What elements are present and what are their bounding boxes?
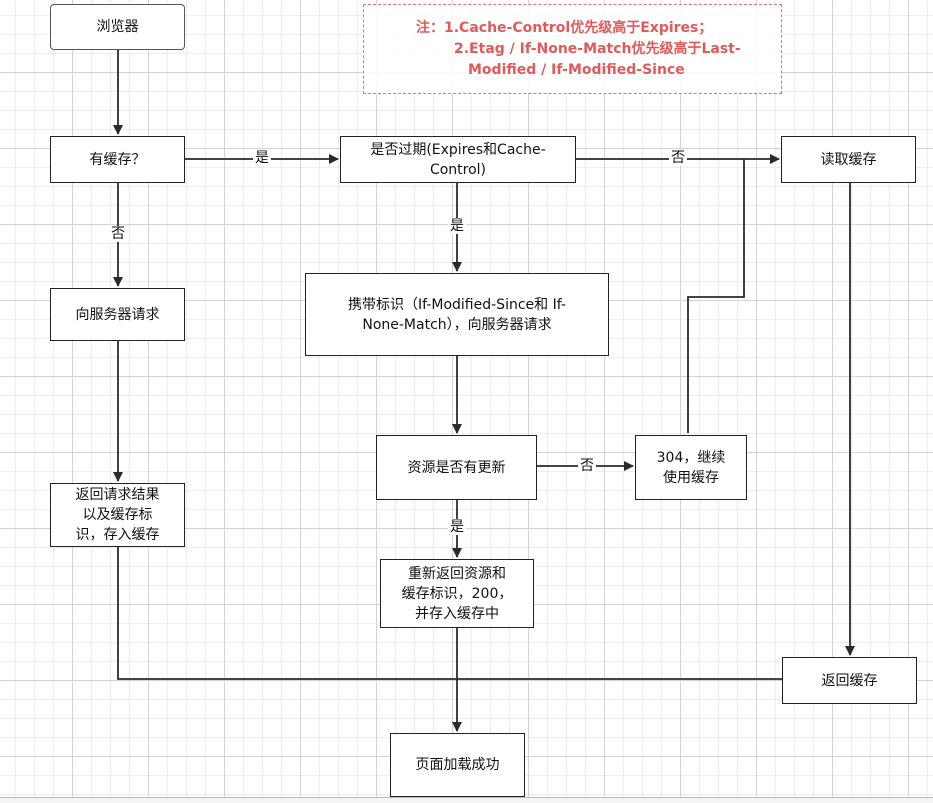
node-304-not-modified: 304，继续 使用缓存 [635,435,747,500]
node-resource-updated-label: 资源是否有更新 [407,459,506,476]
node-request-server-label: 向服务器请求 [75,306,160,323]
node-read-cache: 读取缓存 [781,136,916,183]
edge-label-no-has-cache: 否 [109,226,127,242]
edge-label-yes-expired: 是 [448,218,466,234]
node-has-cache-label: 有缓存？ [89,151,146,168]
edge-label-no-expired: 否 [669,150,687,166]
node-return-cache-label: 返回缓存 [821,672,878,689]
node-request-server: 向服务器请求 [50,288,185,341]
note-line-2: 2.Etag / If-None-Match优先级高于Last- [454,41,741,57]
node-expired-check: 是否过期(Expires和Cache- Control) [340,136,576,183]
window-bottom-edge [0,797,933,803]
edge-result-to-page [117,547,457,680]
node-return-result-label: 返回请求结果 以及缓存标 识，存入缓存 [75,487,160,543]
node-return-result: 返回请求结果 以及缓存标 识，存入缓存 [50,483,185,547]
edge-label-no-updated: 否 [578,458,596,474]
node-send-validators: 携带标识（If-Modified-Since和 If- None-Match），… [305,273,609,356]
edge-label-yes-updated: 是 [448,519,466,535]
node-304-label: 304，继续 使用缓存 [656,449,726,486]
node-page-loaded: 页面加载成功 [390,733,525,797]
node-new-resource-label: 重新返回资源和 缓存标识，200， 并存入缓存中 [401,565,513,622]
node-resource-updated: 资源是否有更新 [376,435,537,500]
node-return-cache: 返回缓存 [782,657,917,704]
edge-label-yes-has-cache: 是 [253,150,271,166]
node-browser: 浏览器 [50,4,185,50]
node-send-validators-label: 携带标识（If-Modified-Since和 If- None-Match），… [348,296,566,333]
node-browser-label: 浏览器 [96,19,139,35]
node-new-resource-200: 重新返回资源和 缓存标识，200， 并存入缓存中 [380,559,534,628]
note-line-1: 注：1.Cache-Control优先级高于Expires； [416,20,713,36]
note-line-3: Modified / If-Modified-Since [468,62,685,78]
edge-304-to-read-cache [687,159,745,433]
priority-note: 注：1.Cache-Control优先级高于Expires； 2.Etag / … [363,4,782,94]
node-page-loaded-label: 页面加载成功 [415,757,500,773]
node-read-cache-label: 读取缓存 [820,151,877,168]
node-expired-check-label: 是否过期(Expires和Cache- Control) [370,141,546,178]
node-has-cache: 有缓存？ [50,136,185,183]
